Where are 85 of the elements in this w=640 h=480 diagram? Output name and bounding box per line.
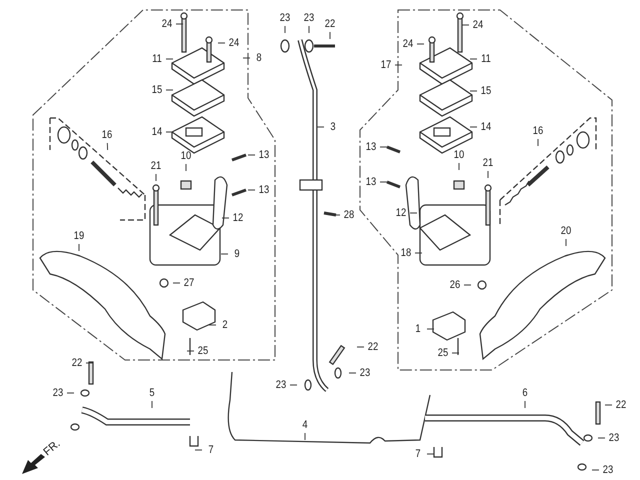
callout-number: 21 [482, 157, 494, 169]
callout-number: 27 [184, 277, 194, 289]
leader-line [248, 154, 256, 156]
leader-line [186, 350, 194, 352]
callout-number: 3 [330, 121, 336, 133]
leader-line [332, 214, 340, 216]
callout-number: 24 [402, 38, 414, 50]
callout-number: 23 [52, 387, 64, 399]
leader-line [452, 352, 460, 354]
callout-number: 13 [258, 184, 270, 196]
callout-number: 10 [454, 149, 464, 161]
callout-number: 18 [400, 247, 412, 259]
callout-number: 13 [366, 141, 376, 153]
leader-line [470, 58, 478, 60]
callout-number: 24 [162, 18, 172, 30]
callout-number: 19 [74, 230, 84, 242]
callout-number: 8 [256, 52, 262, 64]
callout-number: 24 [472, 19, 484, 31]
callout-number: 12 [232, 212, 244, 224]
leader-line [426, 328, 434, 330]
callout-number: 11 [152, 53, 162, 65]
leader-line [284, 26, 286, 34]
callout-number: 13 [258, 149, 270, 161]
callout-number: 26 [450, 279, 460, 291]
callout-number: 15 [480, 85, 492, 97]
leader-line [394, 64, 402, 66]
leader-line [380, 146, 388, 148]
callout-number: 23 [276, 379, 286, 391]
leader-line [86, 362, 94, 364]
callout-number: 25 [438, 347, 448, 359]
leader-line [166, 58, 174, 60]
leader-line [208, 324, 216, 326]
callout-number: 22 [616, 399, 626, 411]
leader-line [304, 432, 306, 440]
callout-number: 21 [150, 160, 162, 172]
callout-number: 1 [415, 323, 421, 335]
leader-line [78, 244, 80, 252]
leader-line [308, 26, 310, 34]
direction-label: FR. [41, 438, 63, 458]
leader-line [462, 24, 470, 26]
callout-number: 14 [480, 121, 492, 133]
callout-number: 22 [368, 341, 378, 353]
callout-number: 9 [234, 248, 240, 260]
callout-number: 28 [344, 209, 354, 221]
leader-line [348, 372, 356, 374]
callout-number: 5 [149, 387, 155, 399]
leader-line [470, 126, 478, 128]
callout-number: 16 [102, 129, 112, 141]
leader-line [218, 42, 226, 44]
callout-number: 17 [380, 59, 392, 71]
callout-number: 23 [608, 432, 620, 444]
callout-number: 16 [532, 125, 544, 137]
leader-line [316, 126, 324, 128]
callout-number: 14 [152, 126, 162, 138]
leader-line [290, 384, 298, 386]
leader-line [66, 392, 74, 394]
callout-number: 4 [302, 419, 308, 431]
leader-line [172, 282, 180, 284]
callout-number: 23 [304, 12, 314, 24]
callout-number: 7 [208, 444, 214, 456]
callout-number: 7 [415, 448, 421, 460]
leader-line [458, 162, 460, 170]
callout-number: 25 [198, 345, 208, 357]
leader-line [604, 404, 612, 406]
callout-number: 12 [396, 207, 406, 219]
callout-number: 23 [280, 12, 290, 24]
callout-number: 10 [180, 150, 192, 162]
leader-line [414, 252, 422, 254]
leader-line [356, 346, 364, 348]
callout-number: 23 [360, 367, 370, 379]
leader-line [464, 284, 472, 286]
callout-number: 6 [522, 387, 528, 399]
callout-number: 24 [228, 37, 240, 49]
callout-number: 15 [152, 84, 162, 96]
callout-number: 2 [222, 319, 228, 331]
callout-number: 22 [72, 357, 82, 369]
leader-line [106, 142, 108, 150]
callout-number: 20 [560, 225, 572, 237]
leader-line [470, 90, 478, 92]
callout-number: 13 [366, 176, 376, 188]
leader-line [524, 400, 526, 408]
callout-number: 23 [602, 464, 614, 476]
leader-line [410, 212, 418, 214]
callout-number: 22 [324, 18, 336, 30]
callout-number: 11 [481, 53, 491, 65]
